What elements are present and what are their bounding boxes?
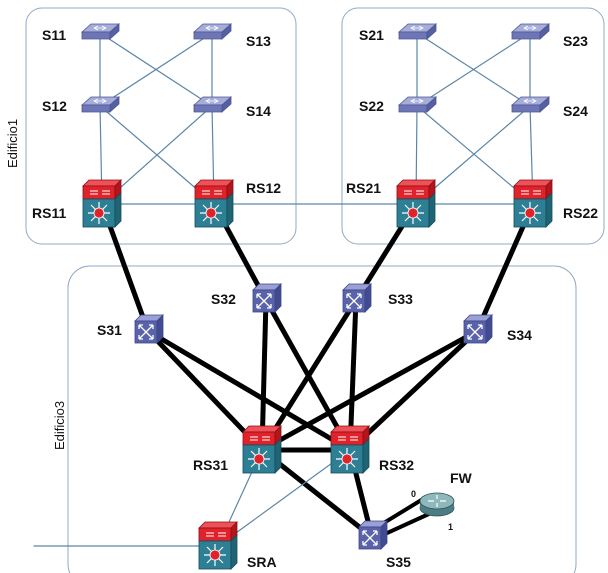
atm-switch-icon-s31 xyxy=(134,314,164,344)
label-SRA: SRA xyxy=(247,554,277,570)
switch-icon-s13 xyxy=(193,23,232,40)
atm-switch-icon-s35 xyxy=(358,520,388,550)
building-label-edificio1: Edificio1 xyxy=(5,119,20,168)
label-S33: S33 xyxy=(388,291,413,307)
switch-icon-s12 xyxy=(81,96,120,113)
label-S24: S24 xyxy=(563,103,588,119)
label-RS31: RS31 xyxy=(193,457,228,473)
label-S22: S22 xyxy=(359,98,384,114)
layer3-switch-icon-rs22 xyxy=(513,179,553,228)
layer3-switch-icon-rs31 xyxy=(242,425,282,474)
label-S14: S14 xyxy=(246,103,271,119)
label-S11: S11 xyxy=(42,27,66,43)
link-rs32-sra xyxy=(217,449,351,547)
link-s34-rs31 xyxy=(259,328,480,453)
building-edificio1 xyxy=(25,7,297,245)
layer3-switch-icon-rs32 xyxy=(330,425,370,474)
label-S23: S23 xyxy=(563,33,588,49)
switch-icon-s21 xyxy=(398,23,437,40)
building-edificio2 xyxy=(341,7,605,245)
label-RS32: RS32 xyxy=(379,457,414,473)
router-icon-fw xyxy=(419,492,455,517)
layer3-switch-icon-sra xyxy=(198,521,238,570)
link-s33-rs31 xyxy=(259,297,359,453)
port-label-fw-0: 0 xyxy=(411,489,416,499)
atm-switch-icon-s33 xyxy=(342,283,372,313)
switch-icon-s24 xyxy=(511,96,550,113)
atm-switch-icon-s34 xyxy=(463,314,493,344)
layer3-switch-icon-rs11 xyxy=(82,179,122,228)
switch-icon-s11 xyxy=(81,23,120,40)
label-S31: S31 xyxy=(97,322,122,338)
label-S35: S35 xyxy=(386,554,411,570)
link-s31-rs32 xyxy=(145,328,353,453)
switch-icon-s23 xyxy=(511,23,550,40)
label-S34: S34 xyxy=(507,327,532,343)
devices-layer xyxy=(81,23,553,570)
link-s33-rs32 xyxy=(347,297,359,453)
label-RS11: RS11 xyxy=(32,205,66,221)
switch-icon-s22 xyxy=(398,96,437,113)
link-s32-rs31 xyxy=(259,297,269,453)
layer3-switch-icon-rs21 xyxy=(396,179,436,228)
port-label-fw-1: 1 xyxy=(448,522,453,532)
building-edificio3 xyxy=(67,265,577,573)
atm-switch-icon-s32 xyxy=(252,283,282,313)
link-s34-rs32 xyxy=(347,328,480,453)
label-S12: S12 xyxy=(42,98,67,114)
label-S13: S13 xyxy=(246,33,271,49)
label-S32: S32 xyxy=(211,291,236,307)
label-FW: FW xyxy=(450,470,473,486)
label-RS22: RS22 xyxy=(563,205,598,221)
label-S21: S21 xyxy=(359,27,384,43)
switch-icon-s14 xyxy=(193,96,232,113)
link-s23-s22 xyxy=(416,32,531,107)
link-s13-s12 xyxy=(99,32,213,107)
link-s31-rs31 xyxy=(145,328,265,453)
label-RS21: RS21 xyxy=(346,180,381,196)
layer3-switch-icon-rs12 xyxy=(194,179,234,228)
label-RS12: RS12 xyxy=(246,180,281,196)
building-label-edificio3: Edificio3 xyxy=(52,401,67,450)
